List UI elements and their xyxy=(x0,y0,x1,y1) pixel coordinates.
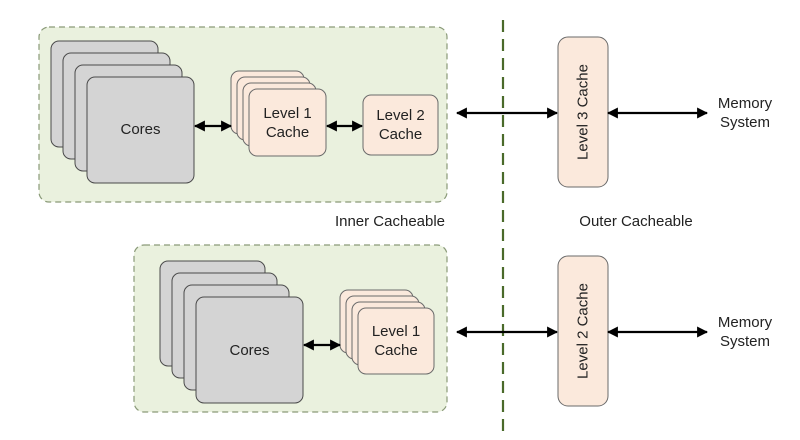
top-memory-label: Memory System xyxy=(705,94,785,132)
bottom-l1-label-line1: Level 1 xyxy=(371,323,421,340)
top-memory-label-line2: System xyxy=(719,114,770,131)
top-l2-label: Level 2 Cache xyxy=(363,106,438,144)
inner-cacheable-label: Inner Cacheable xyxy=(334,213,446,230)
top-cores-label: Cores xyxy=(120,121,161,138)
bottom-l1-stack xyxy=(339,289,435,375)
top-l1-label-line1: Level 1 xyxy=(263,105,312,122)
top-l1-label: Level 1 Cache xyxy=(249,104,326,142)
top-l1-label-line2: Cache xyxy=(265,124,310,141)
top-l1-stack xyxy=(230,70,327,157)
bottom-cores-label: Cores xyxy=(229,342,270,359)
bottom-l1-label-line2: Cache xyxy=(374,342,418,359)
bottom-memory-label-line1: Memory xyxy=(717,314,773,331)
outer-cacheable-label: Outer Cacheable xyxy=(579,213,693,230)
bottom-memory-label-line2: System xyxy=(719,333,770,350)
top-l2-label-line1: Level 2 xyxy=(376,107,425,124)
bottom-l1-label: Level 1 Cache xyxy=(358,322,434,360)
bottom-memory-label: Memory System xyxy=(705,313,785,351)
top-cores-stack xyxy=(50,40,195,184)
bottom-l2-cache-label: Level 2 Cache xyxy=(574,283,592,379)
l3-cache-label: Level 3 Cache xyxy=(574,64,592,160)
bottom-cores-stack xyxy=(159,260,304,404)
top-memory-label-line1: Memory xyxy=(717,95,773,112)
bottom-l1-card-1 xyxy=(357,307,435,375)
top-l2-label-line2: Cache xyxy=(378,126,423,143)
